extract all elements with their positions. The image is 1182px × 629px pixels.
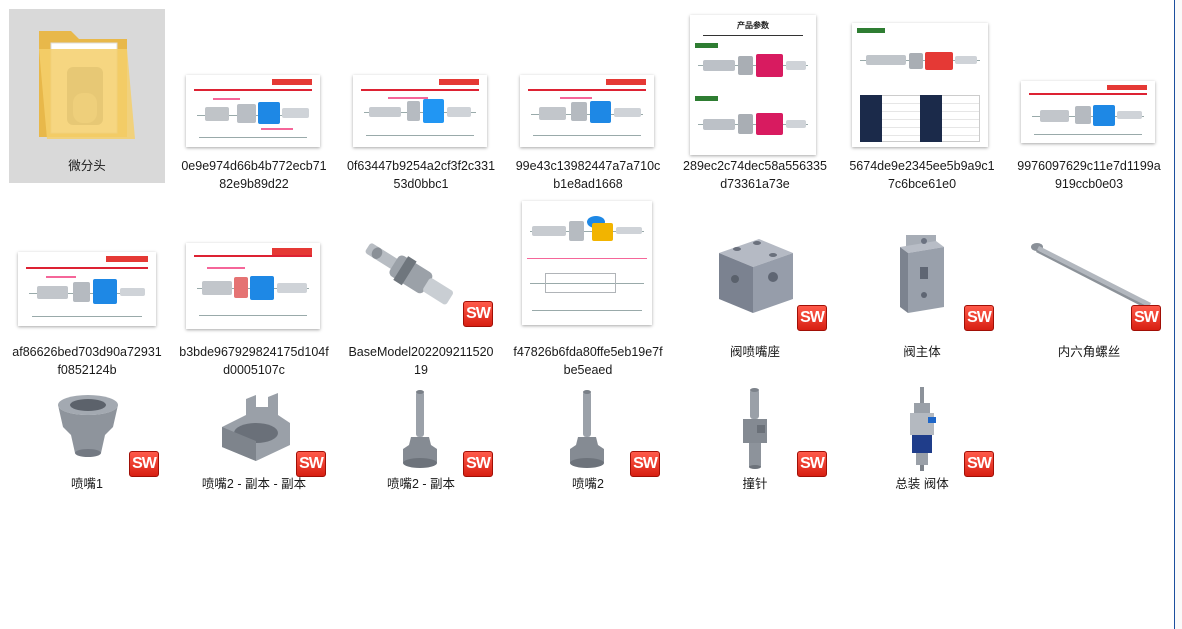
file-name: 99e43c13982447a7a710cb1e8ad1668: [515, 159, 661, 191]
solidworks-part-icon: SW: [844, 195, 1000, 345]
solidworks-badge-icon: SW: [797, 305, 827, 331]
file-item[interactable]: SW 喷嘴1: [9, 381, 165, 555]
file-name: 喷嘴2 - 副本 - 副本: [201, 477, 307, 491]
solidworks-part-icon: SW: [176, 381, 332, 477]
image-thumbnail: [510, 195, 666, 345]
solidworks-part-icon: SW: [677, 381, 833, 477]
file-item[interactable]: 产品参数 289ec2c74dec58a556335d73361a73e: [677, 9, 833, 191]
file-item[interactable]: SW 撞针: [677, 381, 833, 555]
solidworks-part-icon: SW: [1011, 195, 1167, 345]
solidworks-part-icon: SW: [510, 381, 666, 477]
file-name: 阀主体: [903, 345, 941, 359]
file-item[interactable]: SW 喷嘴2: [510, 381, 666, 555]
image-thumbnail: [844, 9, 1000, 159]
file-name: af86626bed703d90a72931f0852124b: [12, 345, 162, 377]
solidworks-part-icon: SW: [343, 195, 499, 345]
solidworks-assembly-icon: SW: [844, 381, 1000, 477]
image-thumbnail: [1011, 9, 1167, 159]
file-name: 喷嘴2: [572, 477, 604, 491]
image-thumbnail: [510, 9, 666, 159]
file-name: 内六角螺丝: [1057, 345, 1121, 359]
image-thumbnail: [176, 195, 332, 345]
solidworks-part-icon: SW: [9, 381, 165, 477]
solidworks-badge-icon: SW: [129, 451, 159, 477]
solidworks-badge-icon: SW: [630, 451, 660, 477]
image-thumbnail: 产品参数: [677, 9, 833, 159]
file-name: b3bde967929824175d104fd0005107c: [179, 345, 329, 377]
file-name: 总装 阀体: [895, 477, 949, 491]
vertical-scrollbar[interactable]: [1174, 0, 1182, 629]
file-item[interactable]: af86626bed703d90a72931f0852124b: [9, 195, 165, 377]
solidworks-badge-icon: SW: [1131, 305, 1161, 331]
file-item[interactable]: b3bde967929824175d104fd0005107c: [176, 195, 332, 377]
file-item[interactable]: SW 内六角螺丝: [1011, 195, 1167, 369]
image-thumbnail: [9, 195, 165, 345]
solidworks-part-icon: SW: [677, 195, 833, 345]
file-item[interactable]: 0e9e974d66b4b772ecb7182e9b89d22: [176, 9, 332, 191]
file-name: 5674de9e2345ee5b9a9c17c6bce61e0: [849, 159, 995, 191]
solidworks-badge-icon: SW: [797, 451, 827, 477]
file-name: 撞针: [742, 477, 768, 491]
file-item[interactable]: SW BaseModel20220921152019: [343, 195, 499, 377]
file-name: 阀喷嘴座: [729, 345, 780, 359]
file-name: 9976097629c11e7d1199a919ccb0e03: [1017, 159, 1161, 191]
file-item[interactable]: 0f63447b9254a2cf3f2c33153d0bbc1: [343, 9, 499, 191]
folder-name: 微分头: [68, 159, 106, 173]
file-item[interactable]: SW 阀主体: [844, 195, 1000, 369]
file-item[interactable]: SW 阀喷嘴座: [677, 195, 833, 369]
solidworks-part-icon: SW: [343, 381, 499, 477]
file-item[interactable]: 9976097629c11e7d1199a919ccb0e03: [1011, 9, 1167, 191]
file-item[interactable]: 5674de9e2345ee5b9a9c17c6bce61e0: [844, 9, 1000, 191]
folder-item[interactable]: 微分头: [9, 9, 165, 183]
solidworks-badge-icon: SW: [463, 301, 493, 327]
solidworks-badge-icon: SW: [964, 451, 994, 477]
image-thumbnail: [176, 9, 332, 159]
thumbnail-heading: 产品参数: [737, 21, 769, 30]
file-item[interactable]: f47826b6fda80ffe5eb19e7fbe5eaed: [510, 195, 666, 377]
solidworks-badge-icon: SW: [964, 305, 994, 331]
file-name: 0f63447b9254a2cf3f2c33153d0bbc1: [346, 159, 496, 191]
file-name: f47826b6fda80ffe5eb19e7fbe5eaed: [513, 345, 663, 377]
file-name: 喷嘴2 - 副本: [386, 477, 456, 491]
file-item[interactable]: SW 总装 阀体: [844, 381, 1000, 555]
file-item[interactable]: 99e43c13982447a7a710cb1e8ad1668: [510, 9, 666, 191]
file-item[interactable]: SW 喷嘴2 - 副本 - 副本: [176, 381, 332, 555]
file-name: 喷嘴1: [71, 477, 103, 491]
file-name: BaseModel20220921152019: [348, 345, 494, 377]
file-name: 0e9e974d66b4b772ecb7182e9b89d22: [181, 159, 327, 191]
file-name: 289ec2c74dec58a556335d73361a73e: [683, 159, 827, 191]
file-item[interactable]: SW 喷嘴2 - 副本: [343, 381, 499, 555]
solidworks-badge-icon: SW: [463, 451, 493, 477]
image-thumbnail: [343, 9, 499, 159]
folder-icon: [9, 9, 165, 159]
solidworks-badge-icon: SW: [296, 451, 326, 477]
